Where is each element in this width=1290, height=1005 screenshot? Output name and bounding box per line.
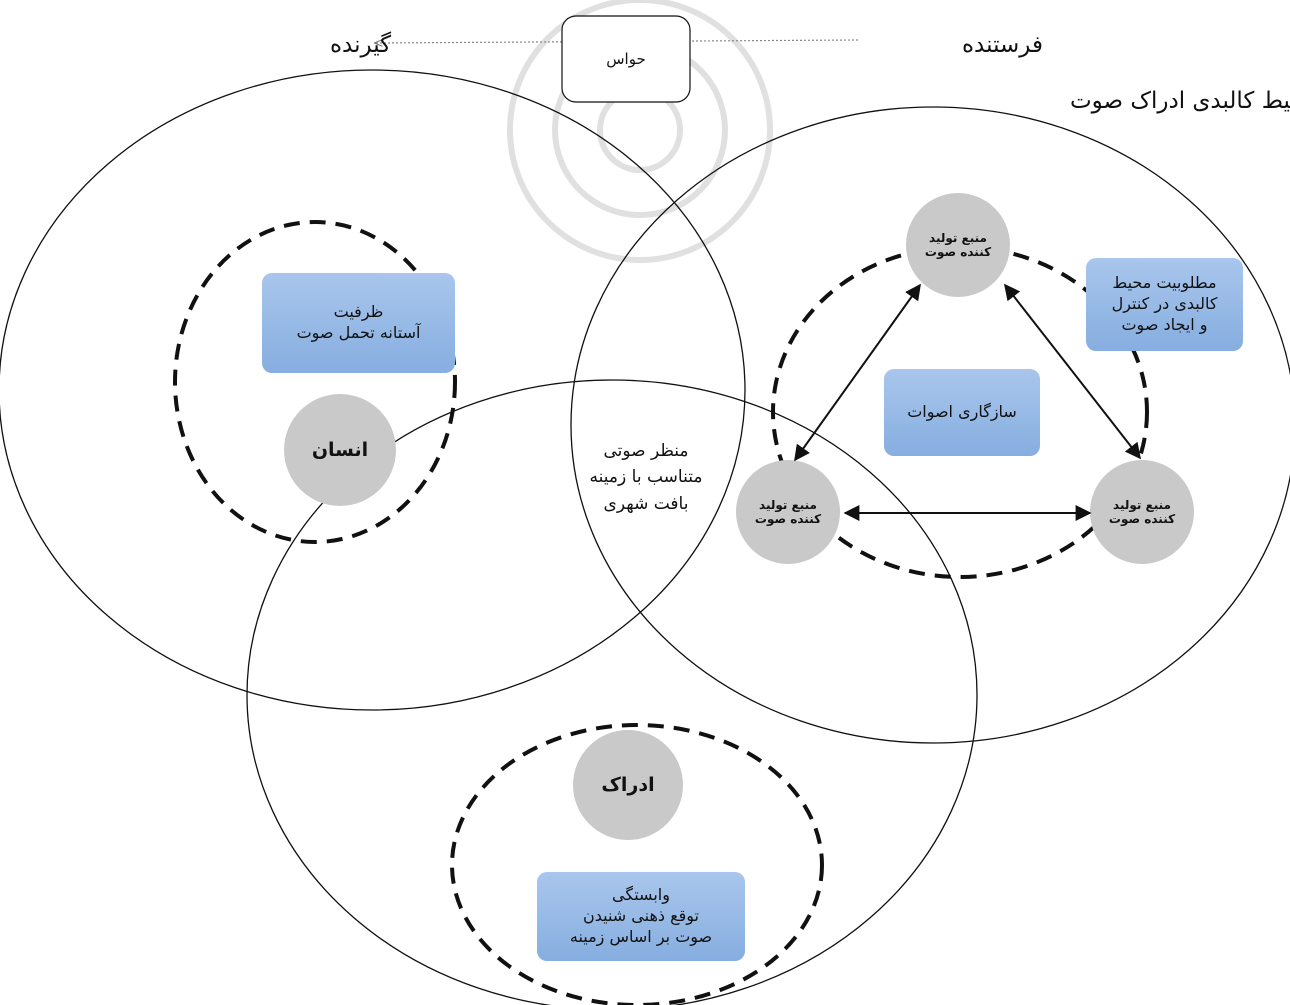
- source-left-line1: منبع تولید: [759, 497, 817, 512]
- source-right-label: منبع تولید کننده صوت: [1090, 460, 1194, 564]
- source-left-label: منبع تولید کننده صوت: [736, 460, 840, 564]
- perception-circle: [246, 379, 978, 1005]
- environment-title: محیط کالبدی ادراک صوت: [1070, 88, 1290, 114]
- desirability-box: مطلوبیت محیط کالبدی در کنترل و ایجاد صوت: [1086, 258, 1243, 351]
- source-top-line1: منبع تولید: [929, 230, 987, 245]
- source-top-line2: کننده صوت: [924, 245, 992, 259]
- source-left-line2: کننده صوت: [754, 512, 822, 526]
- source-node-top: [906, 193, 1010, 297]
- arrow-top-left: [794, 283, 921, 462]
- desirability-line3: و ایجاد صوت: [1121, 314, 1208, 334]
- capacity-line1: ظرفیت: [333, 302, 384, 322]
- attachment-line1: وابستگی: [612, 885, 670, 905]
- environment-circle: [570, 106, 1290, 744]
- senses-box: [561, 15, 691, 103]
- perception-label: ادراک: [601, 773, 655, 796]
- center-line2: متناسب با زمینه: [589, 467, 703, 488]
- human-node: [284, 394, 396, 506]
- center-line3: بافت شهری: [603, 493, 689, 514]
- environment-dashed-circle: [771, 245, 1149, 579]
- attachment-line2: توقع ذهنی شنیدن: [583, 906, 699, 926]
- center-label: منظر صوتی متناسب با زمینه بافت شهری: [566, 438, 726, 517]
- human-dashed-circle: [173, 220, 457, 544]
- harmony-box: سازگاری اصوات: [884, 369, 1040, 456]
- sender-label: فرستنده: [962, 32, 1043, 58]
- center-line1: منظر صوتی: [603, 441, 689, 461]
- source-node-left: [736, 460, 840, 564]
- human-label: انسان: [311, 438, 369, 461]
- arrow-top-right: [1004, 283, 1141, 460]
- source-right-line1: منبع تولید: [1113, 497, 1171, 512]
- source-top-label: منبع تولید کننده صوت: [906, 193, 1010, 297]
- source-node-right: [1090, 460, 1194, 564]
- attachment-line3: صوت بر اساس زمینه: [569, 926, 713, 946]
- harmony-label: سازگاری اصوات: [907, 402, 1017, 422]
- human-circle: [0, 69, 746, 711]
- perception-dashed-circle: [450, 723, 824, 1005]
- perception-node: [573, 730, 683, 840]
- senses-label: حواس: [606, 50, 646, 68]
- perception-label-wrap: ادراک: [573, 730, 683, 840]
- desirability-line1: مطلوبیت محیط: [1112, 273, 1217, 293]
- attachment-box: وابستگی توقع ذهنی شنیدن صوت بر اساس زمین…: [537, 872, 745, 961]
- desirability-line2: کالبدی در کنترل: [1111, 294, 1218, 314]
- human-label-wrap: انسان: [284, 394, 396, 506]
- receiver-label: گیرنده: [330, 31, 391, 58]
- source-right-line2: کننده صوت: [1108, 512, 1176, 526]
- capacity-line2: آستانه تحمل صوت: [296, 323, 421, 342]
- capacity-box: ظرفیت آستانه تحمل صوت: [262, 273, 455, 373]
